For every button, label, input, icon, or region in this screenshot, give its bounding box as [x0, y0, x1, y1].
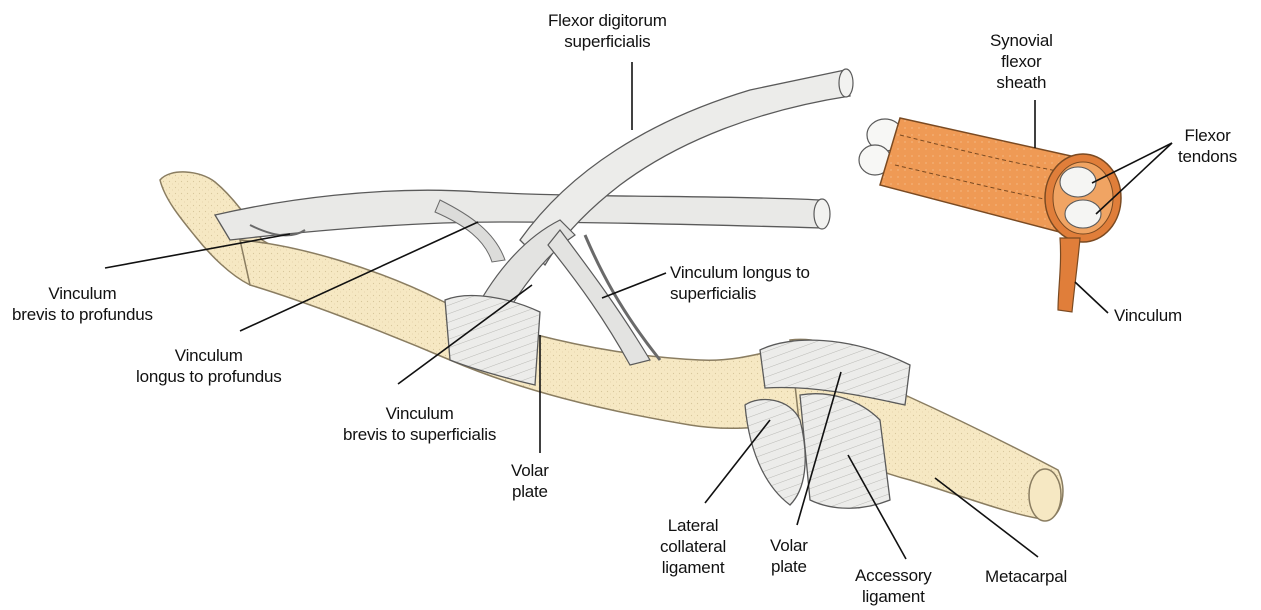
label-line: ligament: [660, 557, 726, 578]
label-line: brevis to superficialis: [343, 424, 496, 445]
label-line: Flexor: [1178, 125, 1237, 146]
synovial-sheath-inset: [859, 118, 1121, 312]
label-volar-plate-mcp: Volar plate: [770, 535, 808, 577]
label-line: plate: [770, 556, 808, 577]
label-flexor-tendons: Flexor tendons: [1178, 125, 1237, 167]
label-line: sheath: [990, 72, 1053, 93]
label-line: Vinculum: [343, 403, 496, 424]
label-line: longus to profundus: [136, 366, 282, 387]
label-line: Vinculum: [136, 345, 282, 366]
label-line: Lateral: [660, 515, 726, 536]
label-metacarpal: Metacarpal: [985, 566, 1067, 587]
label-synovial-flexor-sheath: Synovial flexor sheath: [990, 30, 1053, 93]
label-line: superficialis: [670, 283, 810, 304]
label-line: Vinculum: [12, 283, 153, 304]
label-line: Accessory: [855, 565, 932, 586]
label-line: flexor: [990, 51, 1053, 72]
label-vinculum-brevis-to-profundus: Vinculum brevis to profundus: [12, 283, 153, 325]
label-line: Vinculum longus to: [670, 262, 810, 283]
label-vinculum: Vinculum: [1114, 305, 1182, 326]
label-line: Volar: [770, 535, 808, 556]
label-line: Metacarpal: [985, 566, 1067, 587]
label-flexor-digitorum-superficialis: Flexor digitorum superficialis: [548, 10, 667, 52]
label-vinculum-longus-to-superficialis: Vinculum longus to superficialis: [670, 262, 810, 304]
label-line: ligament: [855, 586, 932, 607]
label-line: Flexor digitorum: [548, 10, 667, 31]
label-line: collateral: [660, 536, 726, 557]
label-accessory-ligament: Accessory ligament: [855, 565, 932, 607]
label-line: Volar: [511, 460, 549, 481]
label-line: superficialis: [548, 31, 667, 52]
label-volar-plate-pip: Volar plate: [511, 460, 549, 502]
label-lateral-collateral-ligament: Lateral collateral ligament: [660, 515, 726, 578]
label-line: brevis to profundus: [12, 304, 153, 325]
label-line: plate: [511, 481, 549, 502]
label-line: Vinculum: [1114, 305, 1182, 326]
label-vinculum-longus-to-profundus: Vinculum longus to profundus: [136, 345, 282, 387]
label-line: tendons: [1178, 146, 1237, 167]
label-line: Synovial: [990, 30, 1053, 51]
label-vinculum-brevis-to-superficialis: Vinculum brevis to superficialis: [343, 403, 496, 445]
